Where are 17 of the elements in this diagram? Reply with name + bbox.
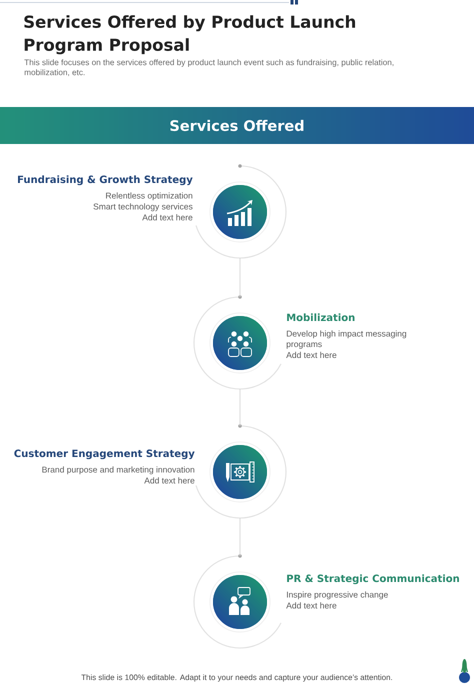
service-description: Add text here (286, 352, 336, 358)
service-heading: PR & Strategic Communication (287, 574, 459, 584)
service-description: Smart technology services (94, 203, 192, 212)
service-description: Brand purpose and marketing innovation (42, 466, 194, 474)
slide-subtitle: This slide focuses on the services offered by product launch event such as fundraising, public relation, mobilization, etc. (24, 59, 394, 76)
slide-title: Services Offered by Product Launch Program Proposal (24, 15, 356, 54)
service-heading: Fundraising & Growth Strategy (18, 175, 193, 186)
service-description: Add text here (142, 214, 192, 220)
node-label: Services Offered (170, 120, 304, 132)
service-description: Add text here (144, 477, 194, 484)
service-description: Develop high impact messaging programs (286, 330, 406, 349)
service-description: Inspire progressive change (286, 591, 388, 600)
service-heading: Customer Engagement Strategy (14, 450, 195, 460)
section-banner: Services Offered (0, 107, 474, 144)
service-heading: Mobilization (287, 313, 354, 322)
service-description: Relentless optimization (106, 192, 192, 200)
service-description: Add text here (286, 602, 336, 609)
